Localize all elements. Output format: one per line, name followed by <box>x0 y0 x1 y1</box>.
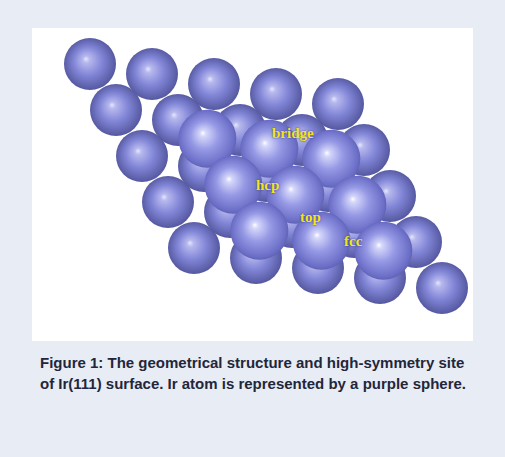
ir-atom <box>116 130 168 182</box>
site-label: hcp <box>256 177 279 193</box>
ir-atom <box>142 176 194 228</box>
ir-atom <box>90 84 142 136</box>
ir-atom <box>64 38 116 90</box>
site-label: top <box>300 209 321 225</box>
figure-caption: Figure 1: The geometrical structure and … <box>40 352 468 394</box>
site-label-box: fcc <box>344 232 362 250</box>
site-label-box: hcp <box>256 176 279 194</box>
figure-panel: bridge hcp top fcc <box>32 28 473 341</box>
site-label: bridge <box>272 125 314 141</box>
site-label: fcc <box>344 233 362 249</box>
ir-atom <box>230 202 288 260</box>
ir-atom <box>416 262 468 314</box>
surface-illustration <box>32 28 473 341</box>
site-label-box: bridge <box>272 124 314 142</box>
ir-atom <box>168 222 220 274</box>
site-label-box: top <box>300 208 321 226</box>
ir-atom <box>354 222 412 280</box>
